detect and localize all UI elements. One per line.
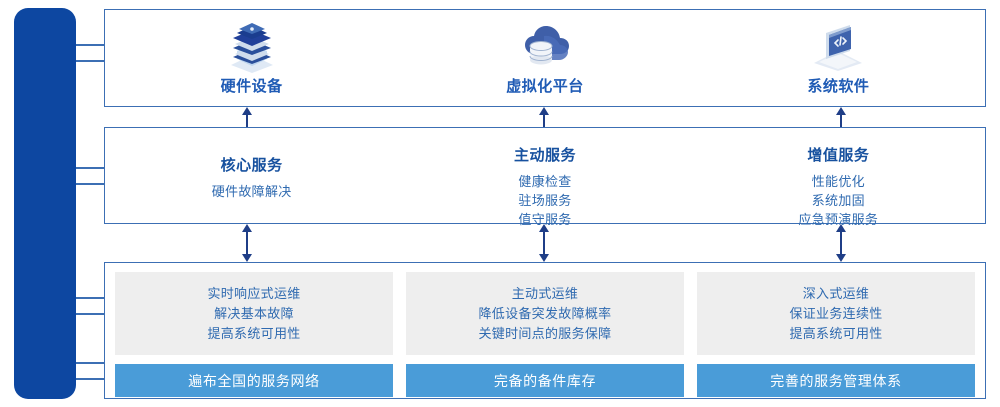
connector-line-positioning-b: [70, 313, 106, 315]
server-stack-icon: [221, 21, 283, 73]
product-content-line: 性能优化: [811, 174, 865, 189]
advantage-bar-management-system[interactable]: 完善的服务管理体系: [697, 364, 975, 397]
positioning-line: 解决基本故障: [214, 306, 294, 321]
advantage-bar-spare-parts[interactable]: 完备的备件库存: [406, 364, 684, 397]
tech-name-system-software: 系统软件: [807, 77, 870, 95]
arrow-up-system-software: [831, 107, 851, 127]
product-content-line: 驻场服务: [518, 193, 572, 208]
positioning-box-proactive[interactable]: 主动式运维 降低设备突发故障概率 关键时间点的服务保障: [406, 272, 684, 355]
arrow-up-hardware: [237, 107, 257, 127]
connector-line-advantage-b: [70, 378, 106, 380]
positioning-line: 深入式运维: [802, 286, 870, 301]
positioning-advantages-section: 实时响应式运维 解决基本故障 提高系统可用性 主动式运维 降低设备突发故障概率 …: [104, 262, 986, 399]
product-content-line: 应急预演服务: [798, 212, 879, 227]
positioning-line: 提高系统可用性: [207, 326, 301, 341]
tech-column-system-software[interactable]: 系统软件: [692, 10, 985, 106]
tech-column-virtualization[interactable]: 虚拟化平台: [398, 10, 691, 106]
product-content-column-proactive[interactable]: 主动服务 健康检查 驻场服务 值守服务: [398, 128, 691, 227]
connector-line-content-a: [70, 167, 106, 169]
connector-line-tech-b: [70, 60, 106, 62]
arrow-double-hardware: [237, 224, 257, 262]
sidebar-rail: [14, 8, 76, 399]
tech-column-hardware[interactable]: 硬件设备: [105, 10, 398, 106]
arrow-double-system-software: [831, 224, 851, 262]
product-content-title-value-added: 增值服务: [807, 147, 870, 164]
positioning-row: 实时响应式运维 解决基本故障 提高系统可用性 主动式运维 降低设备突发故障概率 …: [115, 272, 975, 355]
connector-line-positioning-a: [70, 297, 106, 299]
product-content-title-core: 核心服务: [220, 157, 283, 174]
positioning-line: 保证业务连续性: [789, 306, 883, 321]
advantages-row: 遍布全国的服务网络 完备的备件库存 完善的服务管理体系: [115, 364, 975, 397]
product-content-line: 健康检查: [518, 174, 572, 189]
positioning-line: 提高系统可用性: [789, 326, 883, 341]
positioning-line: 实时响应式运维: [207, 286, 301, 301]
arrow-up-virtualization: [534, 107, 554, 127]
tech-name-virtualization: 虚拟化平台: [506, 77, 584, 95]
positioning-box-indepth[interactable]: 深入式运维 保证业务连续性 提高系统可用性: [697, 272, 975, 355]
product-content-line: 硬件故障解决: [211, 184, 292, 199]
positioning-line: 主动式运维: [511, 286, 579, 301]
positioning-line: 降低设备突发故障概率: [478, 306, 612, 321]
monitor-code-icon: [807, 21, 869, 73]
connector-line-content-b: [70, 183, 106, 185]
tech-name-hardware: 硬件设备: [220, 77, 283, 95]
product-content-section: 核心服务 硬件故障解决 主动服务 健康检查 驻场服务 值守服务 增值服务 性能优…: [104, 127, 986, 227]
product-content-line: 值守服务: [518, 212, 572, 227]
tech-direction-section: 硬件设备 虚拟化平台: [104, 9, 986, 107]
product-content-line: 系统加固: [811, 193, 865, 208]
product-content-column-core[interactable]: 核心服务 硬件故障解决: [105, 128, 398, 223]
arrow-double-virtualization: [534, 224, 554, 262]
product-content-title-proactive: 主动服务: [513, 147, 576, 164]
cloud-database-icon: [514, 21, 576, 73]
positioning-box-realtime[interactable]: 实时响应式运维 解决基本故障 提高系统可用性: [115, 272, 393, 355]
connector-line-advantage-a: [70, 362, 106, 364]
positioning-line: 关键时间点的服务保障: [478, 326, 612, 341]
advantage-bar-service-network[interactable]: 遍布全国的服务网络: [115, 364, 393, 397]
product-content-column-value-added[interactable]: 增值服务 性能优化 系统加固 应急预演服务: [692, 128, 985, 227]
connector-line-tech-a: [70, 44, 106, 46]
